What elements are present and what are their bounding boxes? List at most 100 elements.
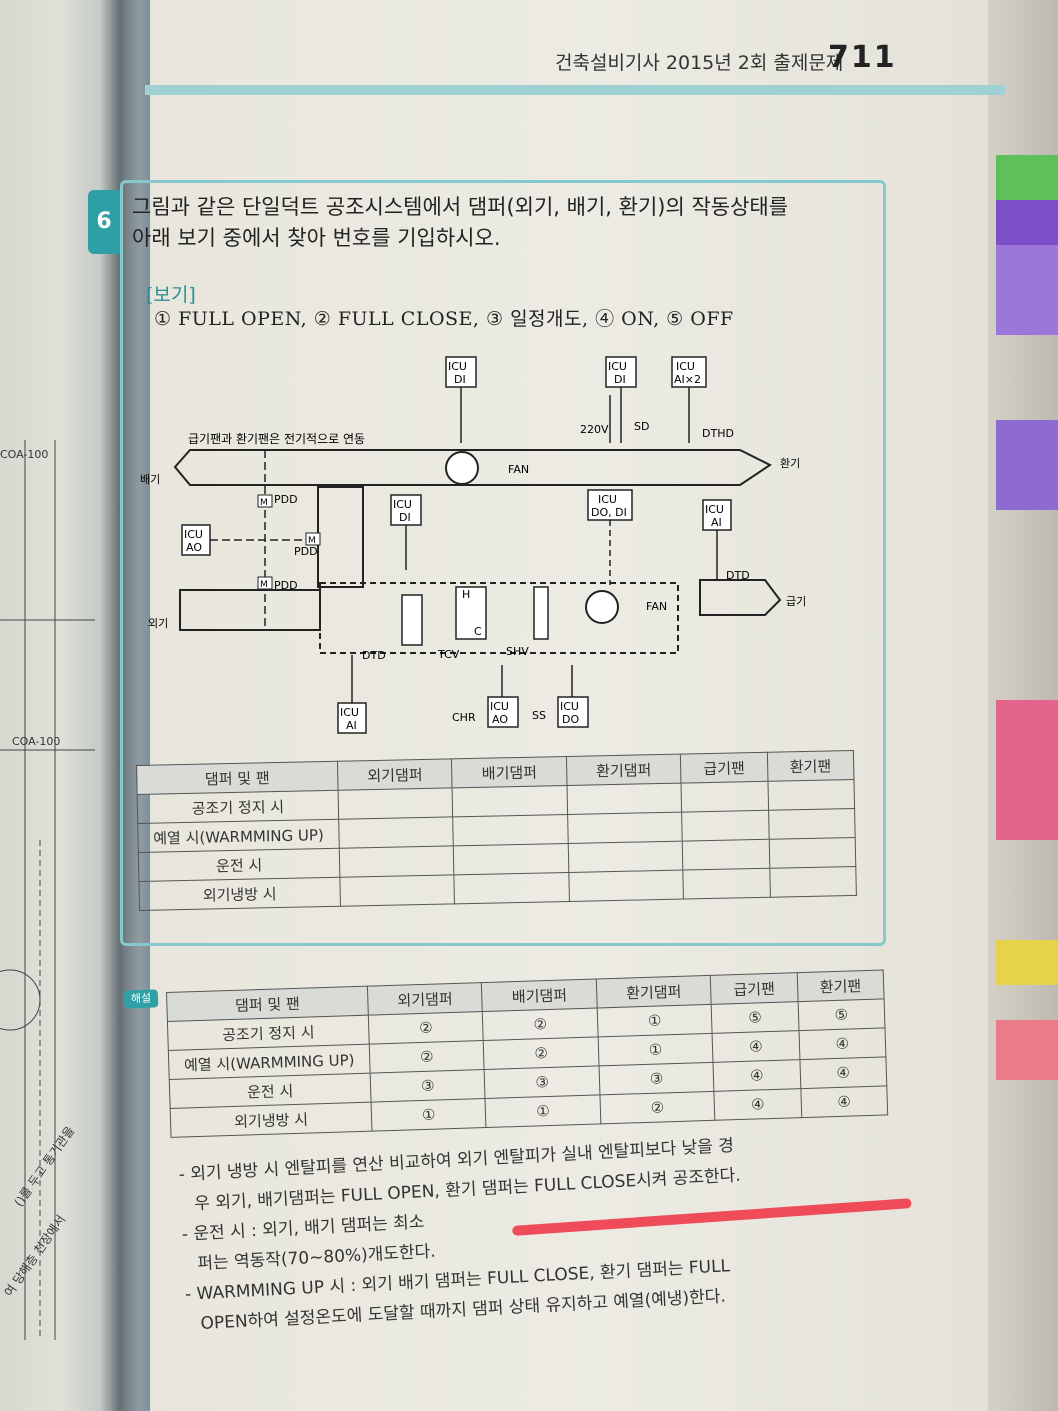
st-cell: 외기냉방 시 [170,1102,372,1138]
icu-label-8: ICU [340,706,359,719]
st-cell: ① [597,1004,713,1037]
interlock-note: 급기팬과 환기팬은 전기적으로 연동 [188,432,365,446]
qt-header-4: 급기팬 [680,752,768,784]
header-rule [145,85,1005,95]
icu-label-9: ICU [490,700,509,713]
st-cell: ③ [598,1062,715,1095]
bypass-duct [317,486,364,588]
m-label-2: M [260,580,268,590]
filter [401,594,423,646]
humidifier [533,586,549,640]
index-tab-green [996,155,1058,200]
di-label-2: DI [614,373,626,386]
st-cell: ④ [714,1088,802,1121]
icu-label-5: ICU [598,493,617,506]
st-cell: ① [485,1094,601,1128]
st-cell: ④ [800,1085,888,1118]
solution-label: 해설 [123,989,159,1009]
supply-label: 급기 [786,595,806,608]
ahu-diagram: ICU DI ICU DI ICU AI×2 ICU DI ICU DO, DI… [140,356,806,734]
st-header-1: 외기댐퍼 [367,982,483,1016]
c-label: C [474,625,482,638]
options-list: ① FULL OPEN, ② FULL CLOSE, ③ 일정개도, ④ ON,… [154,308,734,330]
qt-row-label: 외기냉방 시 [138,877,341,911]
icu-label-6: ICU [705,503,724,516]
question-line-2: 아래 보기 중에서 찾아 번호를 기입하시오. [132,226,501,250]
st-cell: ④ [799,1056,887,1089]
exhaust-label: 배기 [140,473,160,486]
qt-header-3: 환기댐퍼 [566,754,682,786]
bogi-label: [보기] [146,284,196,306]
st-header-2: 배기댐퍼 [481,978,598,1012]
ao-label-1: AO [186,541,202,554]
st-cell: ⑤ [711,1001,799,1034]
st-cell: ② [599,1091,716,1124]
outdoor-duct [179,589,321,631]
qt-row-label: 예열 시(WARMMING UP) [137,819,340,853]
return-duct [173,449,772,486]
question-table: 댐퍼 및 팬 외기댐퍼 배기댐퍼 환기댐퍼 급기팬 환기팬 공조기 정지 시 예… [136,750,857,911]
index-tab-red [996,1020,1058,1080]
dtd-label-2: DTD [726,569,750,582]
m-label-1: M [260,498,268,508]
index-tab-purple-3 [996,420,1058,510]
dthd-label: DTHD [702,427,734,440]
icu-label-1: ICU [448,360,467,373]
st-cell: ① [371,1098,487,1132]
icu-label-4: ICU [393,498,412,511]
dodi-label: DO, DI [591,506,627,519]
st-cell: ② [482,1007,598,1041]
aix2-label: AI×2 [674,373,701,386]
di-label-3: DI [399,511,411,524]
question-number: 6 [88,190,120,254]
tcv-label: TCV [437,648,460,661]
index-tab-pink [996,700,1058,840]
do-label: DO [562,713,579,726]
qt-header-5: 환기팬 [766,750,854,782]
index-tab-yellow [996,940,1058,985]
st-cell: ⑤ [797,998,885,1031]
st-cell: ④ [798,1027,886,1060]
st-cell: ③ [484,1065,600,1099]
qt-header-2: 배기댐퍼 [451,756,567,788]
left-page-drawing [0,440,95,1340]
st-header-3: 환기댐퍼 [596,975,712,1008]
st-cell: ② [369,1040,485,1074]
st-cell: ③ [370,1069,486,1103]
page-number: 711 [828,40,897,75]
ahu-casing [319,582,679,654]
question-text: 그림과 같은 단일덕트 공조시스템에서 댐퍼(외기, 배기, 환기)의 작동상태… [132,192,872,254]
index-tab-purple [996,200,1058,245]
icu-label-3: ICU [676,360,695,373]
v220-label: 220V [580,423,609,436]
icu-label-10: ICU [560,700,579,713]
header-title: 건축설비기사 2015년 2회 출제문제 [555,52,844,74]
pdd-label-3: PDD [274,579,298,592]
qt-row-label: 운전 시 [138,848,340,882]
st-cell: ④ [712,1030,800,1063]
ai-label-1: AI [711,516,722,529]
ao-label-2: AO [492,713,508,726]
icu-label-7: ICU [184,528,203,541]
chr-label: CHR [452,711,476,724]
st-header-5: 환기팬 [796,969,885,1002]
icu-label-2: ICU [608,360,627,373]
index-tab-purple-2 [996,245,1058,335]
supply-fan-label: FAN [646,600,667,613]
h-label: H [462,588,470,601]
shv-label: SHV [506,645,529,658]
supply-duct [699,579,782,616]
question-line-1: 그림과 같은 단일덕트 공조시스템에서 댐퍼(외기, 배기, 환기)의 작동상태… [132,195,789,219]
qt-header-1: 외기댐퍼 [337,758,453,791]
pdd-label-2: PDD [294,545,318,558]
solution-table: 댐퍼 및 팬 외기댐퍼 배기댐퍼 환기댐퍼 급기팬 환기팬 공조기 정지 시 ②… [166,969,888,1138]
dtd-label-1: DTD [362,649,386,662]
outdoor-label: 외기 [148,617,168,630]
st-cell: ② [483,1036,599,1070]
coil [455,586,487,640]
m-label-3: M [308,536,316,546]
pdd-label-1: PDD [274,493,298,506]
ai-label-2: AI [346,719,357,732]
st-cell: ④ [713,1059,801,1092]
